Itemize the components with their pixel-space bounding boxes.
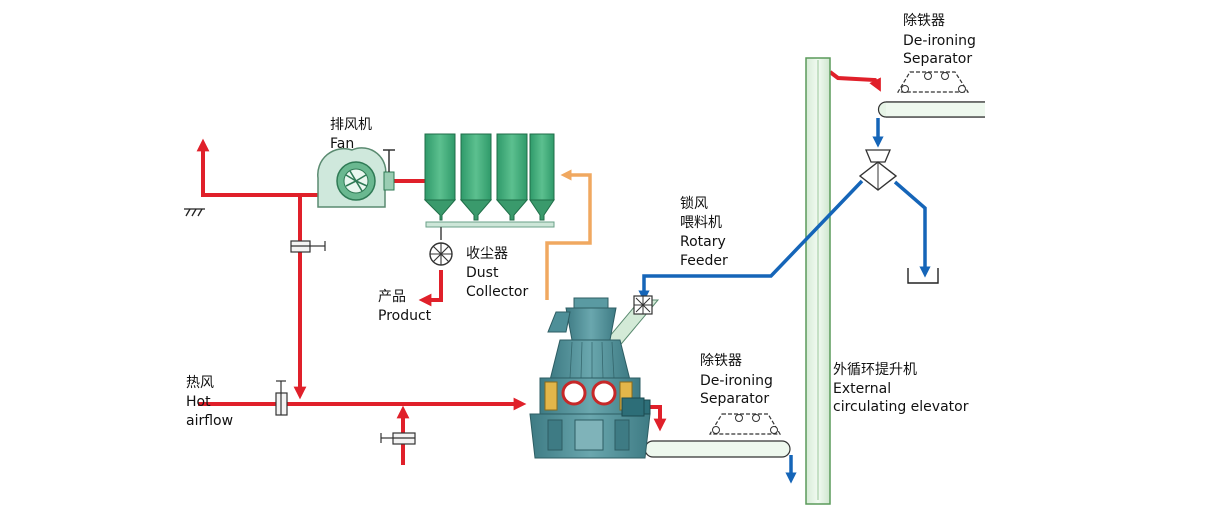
fan-label-zh: 排风机 (330, 117, 372, 133)
ground-symbol (184, 208, 205, 217)
damper-valve-recirculation[interactable] (290, 240, 326, 253)
deironing-bottom-label-en2: Separator (700, 391, 770, 407)
rotary-feeder-label-en1: Rotary (680, 234, 726, 250)
rotary-feeder-label-en2: Feeder (680, 253, 728, 269)
elevator-label-en2: circulating elevator (833, 399, 969, 415)
hot-airflow-label-en1: Hot (186, 394, 211, 410)
deironing-bottom-label-zh: 除铁器 (700, 353, 742, 369)
exhaust-fan (317, 147, 395, 208)
external-circulating-elevator (805, 57, 831, 505)
product-line (418, 270, 443, 307)
material-lines (638, 118, 931, 484)
elevator-label-en1: External (833, 381, 892, 397)
rotary-feeder-label-zh1: 锁风 (680, 196, 708, 212)
fan-label-en: Fan (330, 136, 355, 152)
hot-airflow-label-en2: airflow (186, 413, 234, 429)
product-label-zh: 产品 (378, 289, 406, 305)
deironing-top-label-en2: Separator (903, 51, 973, 67)
deironing-separator-bottom (644, 413, 791, 458)
dust-collector-label-zh: 收尘器 (466, 246, 508, 262)
return-air-line (545, 169, 592, 300)
deironing-top-label-en1: De-ironing (903, 33, 976, 49)
hot-airflow-label-zh: 热风 (186, 375, 214, 391)
dust-collector-label-en1: Dust (466, 265, 499, 281)
damper-valve-aux[interactable] (380, 432, 416, 445)
exhaust-up-line (196, 138, 300, 197)
deironing-top-label-zh: 除铁器 (903, 13, 945, 29)
rotary-discharge-valve-icon (429, 242, 453, 266)
vertical-roller-mill (529, 297, 651, 459)
reject-line (893, 180, 931, 278)
damper-valve-hot-air[interactable] (275, 380, 288, 416)
feed-line (638, 179, 864, 302)
deironing-bottom-label-en1: De-ironing (700, 373, 773, 389)
elevator-label-zh: 外循环提升机 (833, 362, 917, 378)
dust-collector-label-en2: Collector (466, 284, 529, 300)
elevator-to-separator-line (828, 70, 881, 92)
product-label-en: Product (378, 308, 432, 324)
deironing-separator-top (877, 71, 985, 118)
dust-collector (423, 133, 555, 266)
rotary-feeder-label-zh2: 喂料机 (680, 215, 722, 231)
reject-bin (907, 268, 939, 284)
three-way-valve (858, 149, 898, 191)
